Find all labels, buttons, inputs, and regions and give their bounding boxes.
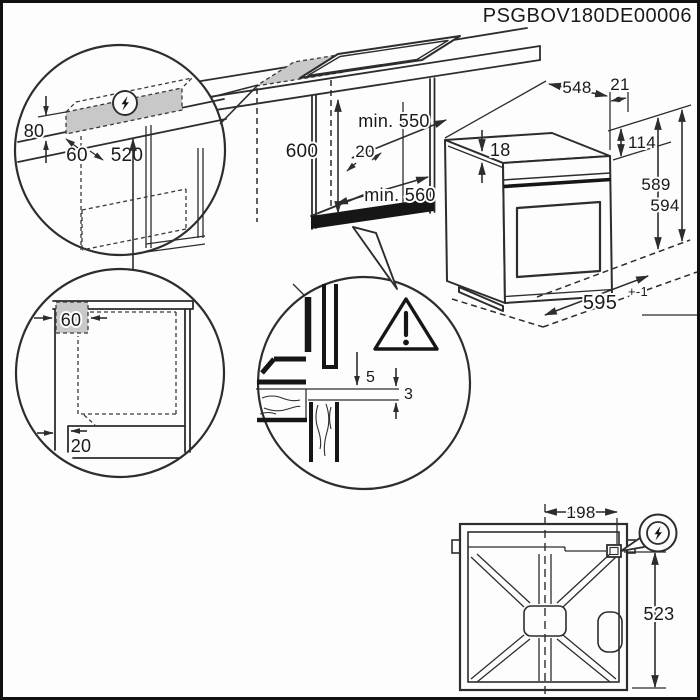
dim-niche-floor-depth: min. 560 <box>364 185 435 205</box>
main-scene: 600 min. 550 min. 560 20 <box>169 27 698 328</box>
lightning-icon <box>112 90 138 116</box>
oven-handle <box>503 177 611 189</box>
product-code: PSGBOV180DE00006 <box>483 5 692 27</box>
dim-terminal-height: 523 <box>644 604 675 624</box>
oven <box>444 132 613 312</box>
vent-dimensions: 5 3 <box>354 352 415 419</box>
oven-dimensions: 548 21 18 114 589 594 595 +-1 <box>444 73 692 316</box>
detail-vent-circle: 5 3 <box>256 226 472 491</box>
warning-icon <box>373 297 439 351</box>
cabinet-below <box>81 125 206 253</box>
dim-band-height: 80 <box>24 121 45 141</box>
dim-box-width: 60 <box>61 310 82 330</box>
niche-dimensions: 600 min. 550 min. 560 20 <box>284 98 448 215</box>
mount-tab-left <box>451 539 461 554</box>
oven-foot <box>458 286 504 312</box>
worktop <box>169 27 541 118</box>
dim-strip-offset: 60 <box>66 145 88 166</box>
detail-electrical-circle: 80 60 520 <box>13 43 227 290</box>
dim-drop: 520 <box>111 145 144 166</box>
ventilation-slot <box>311 198 434 229</box>
dim-terminal-offset: 198 <box>566 503 595 522</box>
dim-vent-bottom: 3 <box>404 386 413 403</box>
cooktop-rim <box>299 35 461 79</box>
cabinet-niche <box>256 77 436 230</box>
callout-tail-electrical <box>211 84 259 125</box>
lightning-icon <box>620 513 678 553</box>
dim-gap: 20 <box>355 142 375 161</box>
dim-oven-offset: 21 <box>610 75 630 94</box>
dim-plinth-gap: 20 <box>71 436 92 456</box>
detail-side-circle: 60 20 <box>14 267 226 479</box>
side-dimensions: 60 20 <box>34 308 107 458</box>
rear-dimensions: 198 523 <box>543 501 676 689</box>
side-cabinet <box>52 300 194 459</box>
dim-niche-depth: min. 550 <box>358 111 429 131</box>
control-panel-line <box>502 172 611 181</box>
cooktop-cutout <box>255 35 461 87</box>
junction-box <box>55 301 89 334</box>
dim-oven-depth: 548 <box>562 78 591 97</box>
dim-vent-top: 5 <box>366 369 375 386</box>
dim-oven-panel: 114 <box>628 133 656 152</box>
dim-oven-width-tolerance: +-1 <box>628 284 648 299</box>
dim-oven-height-a: 589 <box>641 175 670 194</box>
dim-oven-height-b: 594 <box>650 196 679 215</box>
oven-front-face <box>502 155 613 304</box>
panel-cross-section <box>256 283 399 462</box>
dim-oven-width: 595 <box>583 292 617 314</box>
oven-door-window <box>515 200 602 279</box>
electrical-dimensions: 80 60 520 <box>22 96 145 290</box>
dim-oven-top: 18 <box>490 140 511 160</box>
dim-niche-height: 600 <box>286 141 319 162</box>
rear-view: 198 523 <box>451 501 678 696</box>
